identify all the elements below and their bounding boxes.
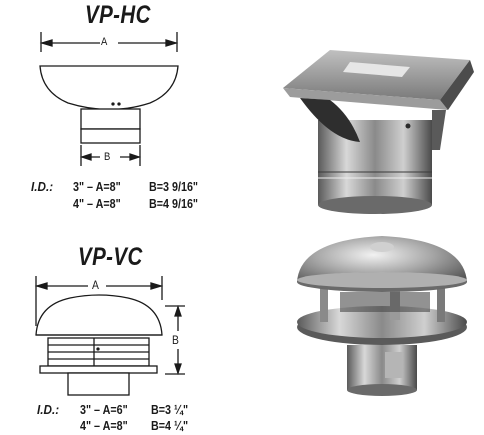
vp-hc-row-1-b: B=3 9/16": [149, 180, 199, 194]
vp-vc-id-label: I.D.:: [37, 402, 60, 417]
vp-vc-row-2-size: 4" – A=8": [80, 419, 128, 433]
vp-hc-photo: [283, 50, 474, 214]
vp-vc-title: VP-VC: [78, 243, 143, 271]
vp-vc-dimension-a-label: A: [92, 278, 99, 292]
vp-hc-row-1-size: 3" – A=8": [73, 180, 121, 194]
vp-vc-row-2-b: B=4 ¼": [151, 419, 189, 433]
vp-vc-dimension-b-label: B: [172, 333, 179, 347]
vp-hc-title: VP-HC: [85, 1, 151, 29]
vp-vc-drawing: [34, 276, 185, 396]
vp-hc-dimension-a-label: A: [101, 36, 108, 48]
vp-hc-id-label: I.D.:: [31, 179, 54, 194]
vp-vc-row-1-b: B=3 ¼": [151, 403, 189, 417]
vp-vc-photo: [297, 236, 467, 396]
vp-hc-row-2-b: B=4 9/16": [149, 197, 199, 211]
vp-vc-row-1-size: 3" – A=6": [80, 403, 128, 417]
vp-hc-dimension-b-label: B: [104, 151, 111, 163]
vp-hc-row-2-size: 4" – A=8": [73, 197, 121, 211]
vp-hc-drawing: [39, 32, 179, 166]
